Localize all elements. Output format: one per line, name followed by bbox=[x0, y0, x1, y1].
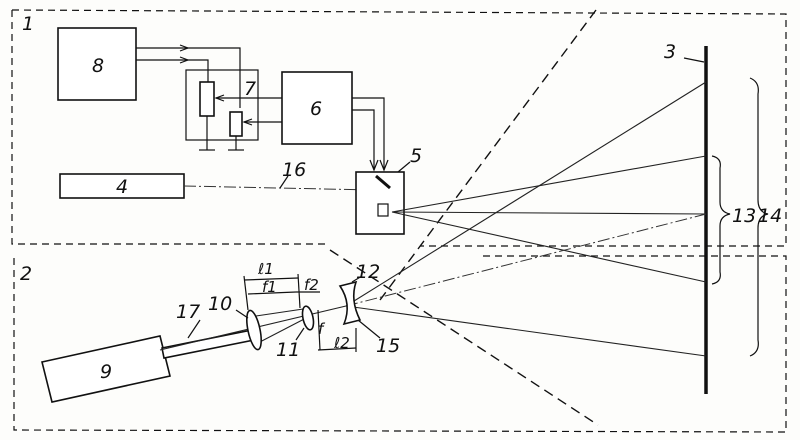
potentiometer-2 bbox=[230, 112, 242, 136]
beam-17-label: 17 bbox=[176, 301, 200, 323]
beam-16 bbox=[184, 186, 372, 190]
potentiometer-1 bbox=[200, 82, 214, 116]
dim-f-label: f bbox=[318, 320, 326, 338]
ray-scan-2 bbox=[392, 212, 706, 214]
dim-f2-label: f2 bbox=[304, 276, 319, 294]
wire-8-to-7-bottom bbox=[136, 60, 208, 82]
field-13-label: 13 bbox=[732, 205, 756, 227]
brace-13 bbox=[712, 156, 730, 284]
dim-l2-label: ℓ2 bbox=[333, 334, 350, 352]
ray-scan-3 bbox=[392, 212, 706, 282]
dim-ext-1 bbox=[244, 276, 248, 310]
region-2-label: 2 bbox=[20, 263, 32, 285]
lens-10-label: 10 bbox=[208, 293, 232, 315]
dim-ext-2 bbox=[298, 274, 300, 308]
main-laser-label: 9 bbox=[100, 361, 112, 383]
lens-11 bbox=[301, 305, 316, 331]
lens-11-label: 11 bbox=[276, 339, 300, 361]
point-15-label: 15 bbox=[376, 335, 400, 357]
screen-label-leader bbox=[684, 58, 704, 62]
driver-label: 6 bbox=[310, 98, 322, 120]
field-14-label: 14 bbox=[758, 205, 782, 227]
lens-10-leader bbox=[236, 310, 248, 318]
scanner-label: 5 bbox=[410, 145, 422, 167]
dim-f1-label: f1 bbox=[262, 278, 277, 296]
beam-16-label: 16 bbox=[282, 159, 306, 181]
region-1-label: 1 bbox=[22, 13, 34, 35]
lens-12-label: 12 bbox=[356, 261, 380, 283]
ray-scan-1 bbox=[392, 156, 706, 212]
pots-label: 7 bbox=[244, 78, 256, 100]
wire-8-to-7-top bbox=[136, 48, 240, 108]
dim-l1-label: ℓ1 bbox=[257, 260, 274, 278]
generator-label: 8 bbox=[92, 55, 104, 77]
wire-6-to-5-a bbox=[352, 98, 384, 170]
scanner-label-leader bbox=[398, 162, 410, 172]
aux-laser-label: 4 bbox=[116, 176, 128, 198]
main-laser-nozzle bbox=[162, 330, 254, 358]
screen-label: 3 bbox=[664, 41, 676, 63]
